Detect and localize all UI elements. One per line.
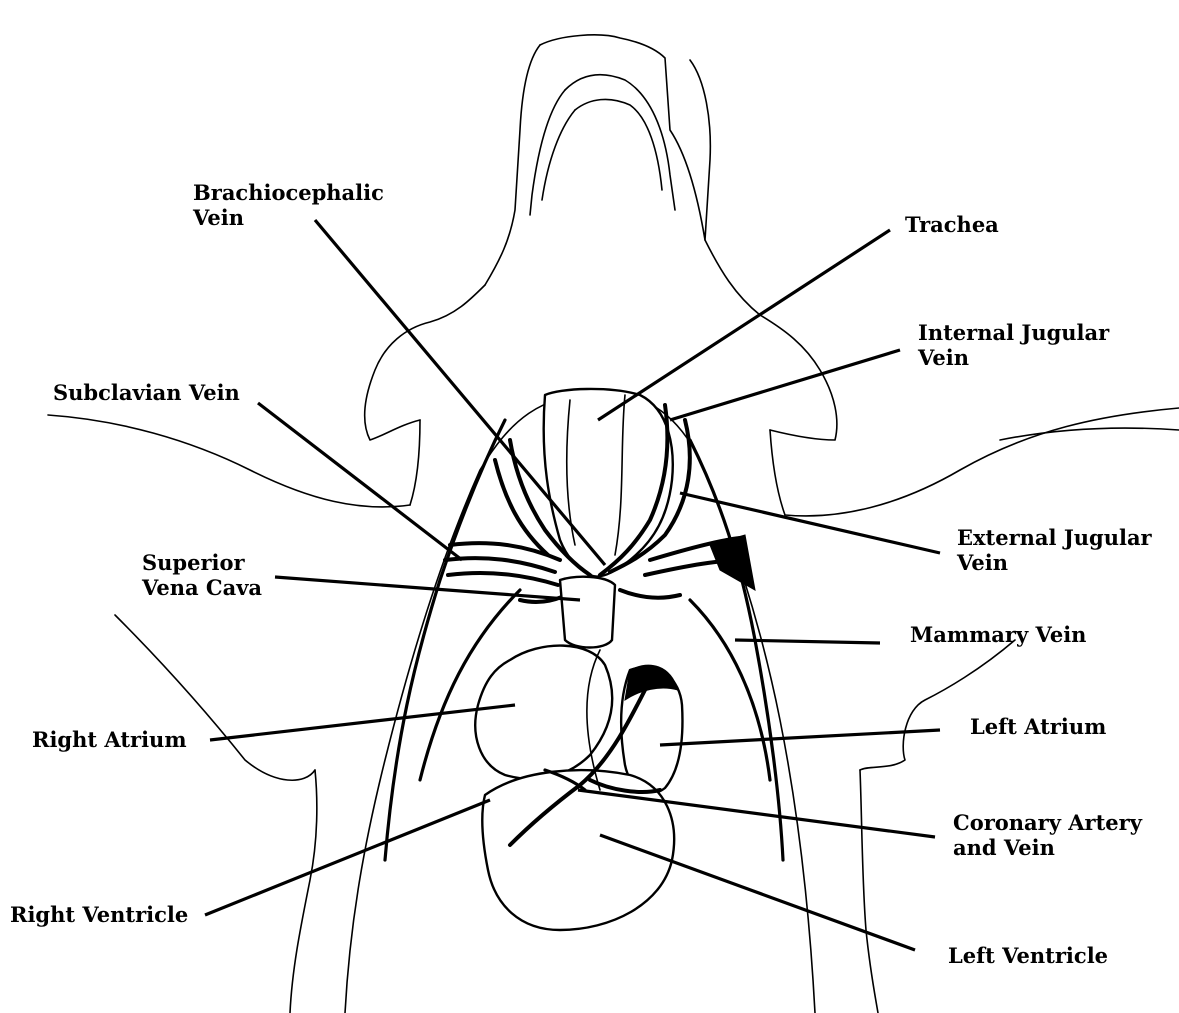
label-internal-jugular-line1: Internal Jugular bbox=[918, 320, 1109, 345]
trachea-shape bbox=[544, 389, 673, 577]
label-internal-jugular-line2: Vein bbox=[918, 345, 1109, 370]
label-left-atrium: Left Atrium bbox=[970, 714, 1106, 739]
label-superior-vena-cava-line1: Superior bbox=[142, 550, 262, 575]
label-internal-jugular-vein: Internal Jugular Vein bbox=[918, 320, 1109, 370]
vena-cava-shape bbox=[560, 577, 615, 648]
label-coronary-artery-vein: Coronary Artery and Vein bbox=[953, 810, 1142, 860]
label-coronary-line2: and Vein bbox=[953, 835, 1142, 860]
leader-left-atrium bbox=[660, 730, 940, 745]
label-superior-vena-cava: Superior Vena Cava bbox=[142, 550, 262, 600]
leader-internal-jugular bbox=[670, 350, 900, 420]
label-mammary-vein: Mammary Vein bbox=[910, 622, 1086, 647]
label-external-jugular-vein: External Jugular Vein bbox=[957, 525, 1152, 575]
label-coronary-line1: Coronary Artery bbox=[953, 810, 1142, 835]
label-right-atrium: Right Atrium bbox=[32, 727, 187, 752]
label-external-jugular-line2: Vein bbox=[957, 550, 1152, 575]
leader-subclavian bbox=[258, 403, 462, 560]
label-right-ventricle: Right Ventricle bbox=[10, 902, 188, 927]
heart bbox=[475, 646, 682, 930]
leader-right-atrium bbox=[210, 705, 515, 740]
label-brachiocephalic-vein: Brachiocephalic Vein bbox=[193, 180, 384, 230]
label-trachea: Trachea bbox=[905, 212, 999, 237]
label-left-ventricle: Left Ventricle bbox=[948, 943, 1108, 968]
label-subclavian-vein: Subclavian Vein bbox=[53, 380, 240, 405]
leader-trachea bbox=[598, 230, 890, 420]
label-brachiocephalic-line2: Vein bbox=[193, 205, 384, 230]
label-superior-vena-cava-line2: Vena Cava bbox=[142, 575, 262, 600]
label-external-jugular-line1: External Jugular bbox=[957, 525, 1152, 550]
leader-right-ventricle bbox=[205, 800, 490, 915]
label-brachiocephalic-line1: Brachiocephalic bbox=[193, 180, 384, 205]
